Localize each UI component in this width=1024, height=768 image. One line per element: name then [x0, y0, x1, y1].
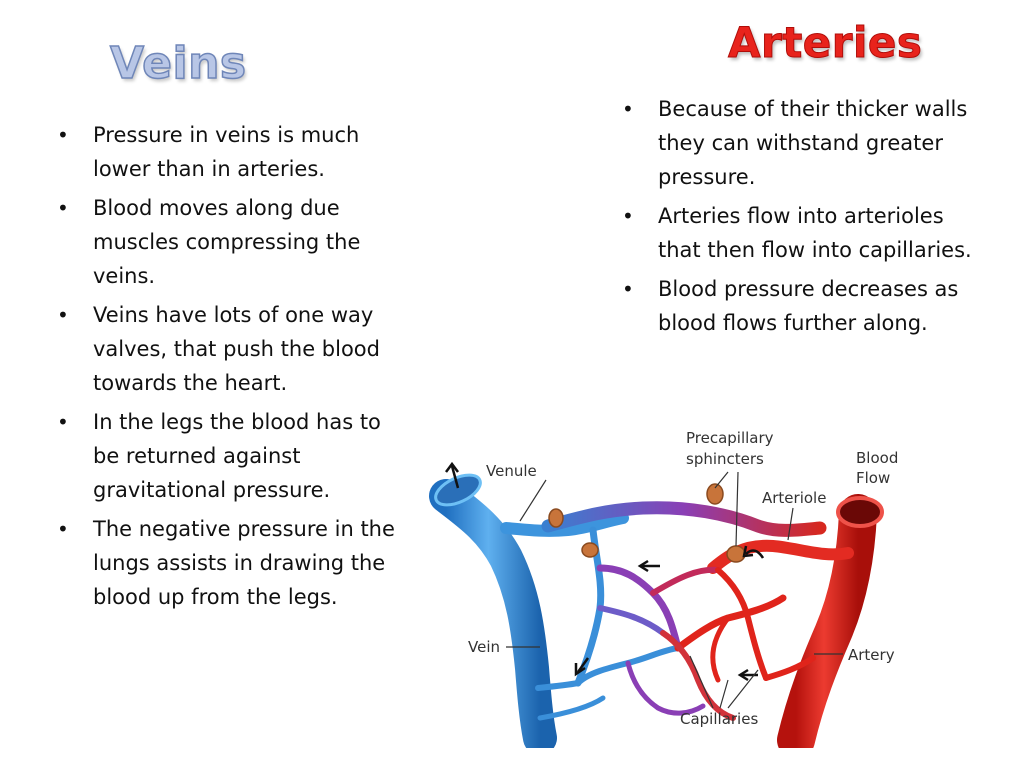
arteriole-transition-vessel: [541, 501, 827, 537]
precapillary-sphincters: [548, 483, 746, 563]
artery-opening: [836, 496, 884, 528]
veins-bullet: Blood moves along due muscles compressin…: [55, 191, 410, 293]
artery-label: Artery: [848, 646, 895, 664]
veins-bullet: Veins have lots of one way valves, that …: [55, 298, 410, 400]
arteries-heading: Arteries: [727, 18, 923, 68]
sphincter-leader: [714, 471, 729, 489]
arteries-bullet: Arteries flow into arterioles that then …: [620, 199, 990, 267]
arteriole-label: Arteriole: [762, 489, 826, 507]
arteriole-vessel: [707, 539, 854, 574]
veins-bullet: The negative pressure in the lungs assis…: [55, 512, 410, 614]
precapillary-sphincters-label: Precapillary: [686, 429, 774, 447]
venule-vessel: [500, 512, 629, 537]
blood-flow-label-line2: Flow: [856, 469, 890, 487]
flow-arrows: [445, 461, 765, 682]
arteries-bullet-list: Because of their thicker walls they can …: [620, 92, 990, 345]
blood-flow-label: Blood: [856, 449, 898, 467]
vein-opening: [434, 473, 482, 507]
capillaries-leader: [727, 669, 759, 709]
capillaries-label: Capillaries: [680, 710, 758, 728]
veins-heading: Veins: [109, 37, 247, 90]
capillaries-leader: [719, 679, 729, 709]
precapillary-sphincters-label-line2: sphincters: [686, 450, 764, 468]
arteries-bullet: Blood pressure decreases as blood flows …: [620, 272, 990, 340]
veins-bullet: In the legs the blood has to be returned…: [55, 405, 410, 507]
venule-leader: [519, 479, 547, 522]
veins-bullet: Pressure in veins is much lower than in …: [55, 118, 410, 186]
venule-label: Venule: [486, 462, 537, 480]
capillary-network: [535, 526, 816, 721]
artery-vessel: [777, 494, 877, 748]
arteriole-leader: [787, 507, 794, 541]
capillary-bed-diagram: Venule Precapillary sphincters Blood Flo…: [429, 429, 898, 748]
sphincter-leader: [735, 471, 739, 547]
arteries-bullet: Because of their thicker walls they can …: [620, 92, 990, 194]
veins-bullet-list: Pressure in veins is much lower than in …: [55, 118, 410, 619]
vein-vessel: [429, 479, 557, 748]
vein-label: Vein: [468, 638, 500, 656]
capillaries-leader: [689, 655, 714, 709]
